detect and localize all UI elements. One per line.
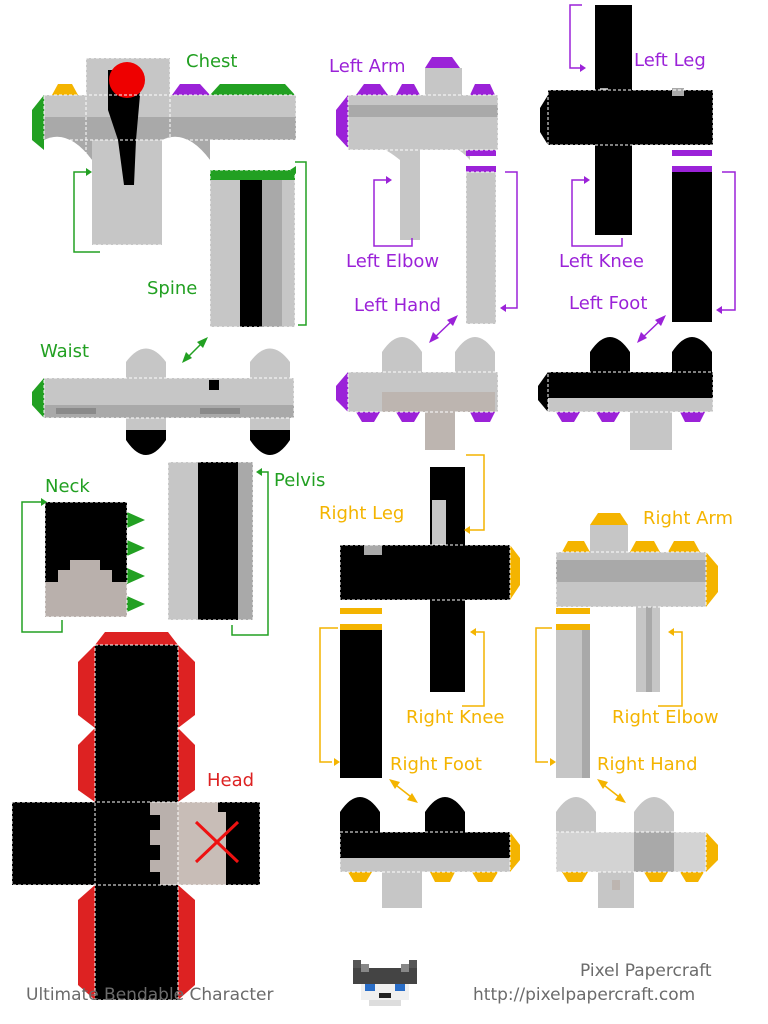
label-left-knee: Left Knee xyxy=(559,251,644,272)
label-left-elbow: Left Elbow xyxy=(346,251,440,272)
label-left-arm: Left Arm xyxy=(329,56,406,77)
left-arm-piece xyxy=(336,57,499,325)
right-foot-piece xyxy=(339,797,520,908)
label-spine: Spine xyxy=(147,278,198,299)
right-hand-piece xyxy=(555,797,718,908)
label-chest: Chest xyxy=(186,51,238,72)
chest-piece xyxy=(32,57,297,246)
label-right-elbow: Right Elbow xyxy=(612,707,719,728)
label-right-foot: Right Foot xyxy=(390,754,482,775)
pixel-papercraft-logo xyxy=(353,960,417,1006)
label-head: Head xyxy=(207,770,255,791)
label-right-arm: Right Arm xyxy=(643,508,734,529)
label-right-knee: Right Knee xyxy=(406,707,505,728)
right-arm-piece xyxy=(555,513,718,778)
footer-url[interactable]: http://pixelpapercraft.com xyxy=(473,985,696,1005)
label-left-leg: Left Leg xyxy=(634,50,706,71)
footer-title: Ultimate Bendable Character xyxy=(26,985,274,1005)
pelvis-piece xyxy=(167,461,254,621)
label-pelvis: Pelvis xyxy=(274,470,326,491)
head-piece xyxy=(11,632,261,1001)
label-right-hand: Right Hand xyxy=(597,754,698,775)
neck-piece xyxy=(44,501,145,618)
label-right-leg: Right Leg xyxy=(319,503,405,524)
left-leg-piece xyxy=(540,5,714,322)
right-leg-piece xyxy=(339,467,520,778)
waist-piece xyxy=(32,348,295,455)
label-left-foot: Left Foot xyxy=(569,293,648,314)
label-neck: Neck xyxy=(45,476,90,497)
left-foot-piece xyxy=(538,337,714,450)
footer-brand: Pixel Papercraft xyxy=(580,961,712,981)
left-hand-piece xyxy=(336,337,499,450)
bracket-lines xyxy=(21,4,736,803)
spine-piece xyxy=(209,169,296,328)
label-waist: Waist xyxy=(40,341,90,362)
label-left-hand: Left Hand xyxy=(354,295,441,316)
